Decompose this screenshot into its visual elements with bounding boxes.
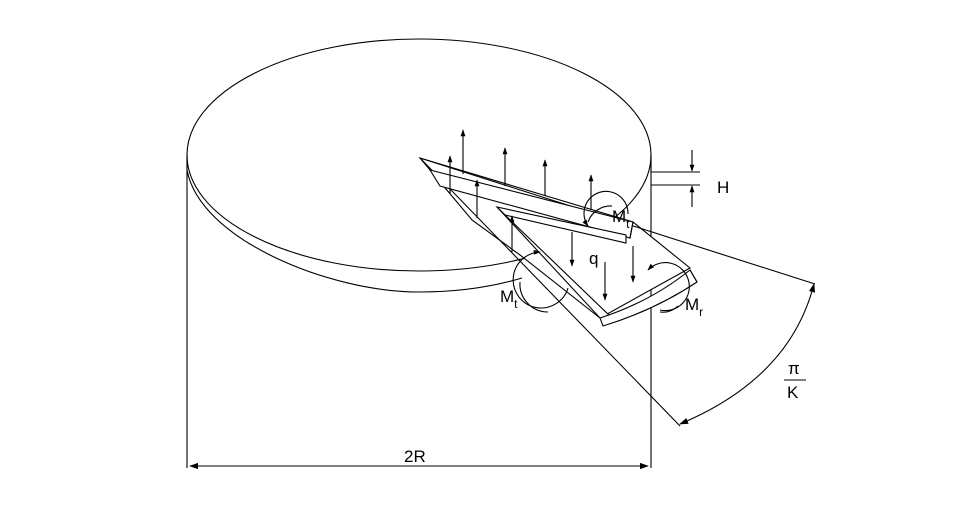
angle-arc bbox=[679, 283, 816, 425]
angle-numerator: π bbox=[788, 359, 800, 378]
twist-moment-arc-upper bbox=[582, 190, 629, 227]
thickness-dimension bbox=[651, 150, 700, 207]
sector-element bbox=[419, 157, 816, 427]
upper-slab-end bbox=[629, 221, 634, 239]
cylinder-outline bbox=[186, 155, 652, 468]
load-label: q bbox=[589, 249, 598, 268]
height-label: H bbox=[717, 178, 729, 197]
reaction-arrows bbox=[447, 129, 594, 252]
twist-moment-arc-lower-tail bbox=[519, 281, 549, 313]
radial-moment-label: Mr bbox=[685, 295, 703, 319]
twist-moment-arc-upper-tail bbox=[587, 205, 613, 223]
twist-moment-label-upper: Mt bbox=[612, 207, 630, 231]
diameter-label: 2R bbox=[404, 447, 426, 466]
radial-moment-arc-tail bbox=[659, 305, 679, 313]
load-arrows bbox=[569, 232, 636, 301]
twist-moment-arc-lower bbox=[512, 249, 569, 309]
plate-lower-rim bbox=[186, 169, 523, 293]
twist-moment-label-lower: Mt bbox=[500, 287, 518, 311]
angle-label: π K bbox=[784, 359, 806, 402]
moment-arcs bbox=[512, 190, 690, 313]
element-outer-corner bbox=[689, 269, 698, 283]
plate-top-surface bbox=[186, 38, 652, 272]
sector-lower-ray bbox=[419, 157, 681, 427]
angle-denominator: K bbox=[787, 383, 799, 402]
